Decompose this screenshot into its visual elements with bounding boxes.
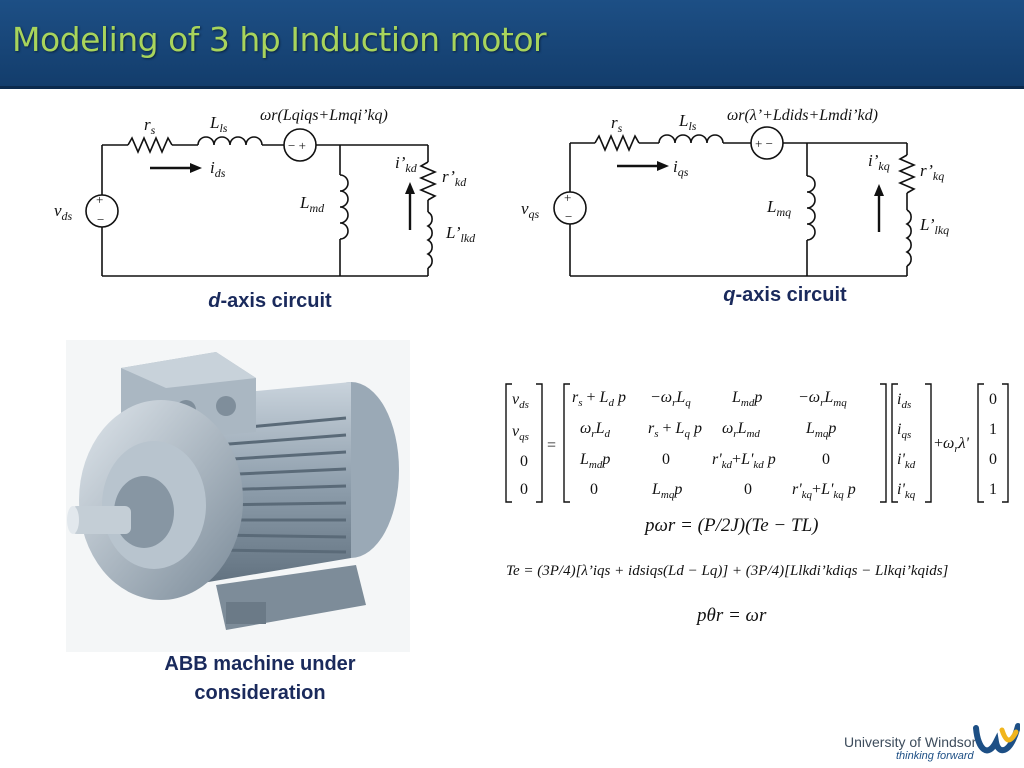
m-r1c2: −ωrLq bbox=[650, 389, 691, 409]
d-ikd-label: i’kd bbox=[395, 153, 418, 175]
q-voltage-source bbox=[553, 191, 587, 225]
q-lmq-inductor bbox=[806, 175, 816, 241]
d-rs-label: rs bbox=[144, 115, 156, 137]
m-r4c4: r'kq+L'kq p bbox=[792, 481, 856, 501]
m-v4: 1 bbox=[989, 481, 997, 498]
d-vds-label: vds bbox=[54, 201, 73, 223]
d-ids-label: ids bbox=[210, 158, 226, 180]
q-llkq-label: L’lkq bbox=[919, 215, 949, 237]
d-source-minus: − bbox=[97, 212, 104, 227]
university-name: University of Windsor bbox=[844, 734, 977, 750]
m-r3c2: 0 bbox=[662, 451, 670, 468]
d-rkd-label: r’kd bbox=[442, 167, 467, 189]
q-iqs-arrow bbox=[657, 161, 669, 171]
d-rkd-resistor bbox=[418, 161, 438, 201]
m-v1: 0 bbox=[989, 391, 997, 408]
d-ikd-arrow bbox=[405, 182, 415, 194]
q-iqs-label: iqs bbox=[673, 157, 689, 179]
m-ikd: i'kd bbox=[897, 451, 916, 471]
d-lls-inductor bbox=[197, 136, 263, 146]
equation-2: Te = (3P/4)[λ’iqs + idsiqs(Ld − Lq)] + (… bbox=[506, 563, 949, 579]
m-r4c3: 0 bbox=[744, 481, 752, 498]
m-zero1: 0 bbox=[520, 453, 528, 470]
d-ids-arrow bbox=[190, 163, 202, 173]
q-vqs-label: vqs bbox=[521, 199, 540, 221]
m-r1c3: Lmdp bbox=[731, 389, 762, 409]
m-r4c2: Lmqp bbox=[651, 481, 682, 501]
q-rkq-label: r’kq bbox=[920, 161, 944, 183]
m-r3c4: 0 bbox=[822, 451, 830, 468]
m-r1c4: −ωrLmq bbox=[798, 389, 847, 409]
q-src-sign: + − bbox=[755, 136, 773, 151]
m-v2: 1 bbox=[989, 421, 997, 438]
d-axis-circuit: + − − + rs Lls ωr(Lqiqs+Lmqi’kq) ids Lmd… bbox=[54, 107, 476, 277]
matrix-equation: vds vqs 0 0 = rs + Ld p −ωrLq Lmdp −ωrLm… bbox=[505, 383, 1009, 503]
q-ikq-label: i’kq bbox=[868, 151, 890, 173]
q-dependent-source bbox=[750, 126, 784, 160]
m-ikq: i'kq bbox=[897, 481, 916, 501]
m-r2c3: ωrLmd bbox=[722, 420, 760, 440]
q-source-plus: + bbox=[564, 190, 571, 205]
d-dependent-source bbox=[283, 128, 317, 162]
m-equals: = bbox=[547, 437, 556, 454]
equation-3: pθr = ωr bbox=[697, 605, 767, 626]
q-lls-inductor bbox=[658, 134, 724, 144]
d-llkd-label: L’lkd bbox=[445, 223, 476, 245]
d-src-sign: − + bbox=[288, 138, 306, 153]
m-ids: ids bbox=[897, 391, 911, 411]
d-axis-caption: d-axis circuit bbox=[208, 290, 332, 312]
q-rs-label: rs bbox=[611, 113, 623, 135]
q-rs-resistor bbox=[594, 133, 640, 153]
m-v3: 0 bbox=[989, 451, 997, 468]
q-rkq-resistor bbox=[897, 154, 917, 194]
motor-image bbox=[66, 340, 410, 652]
d-lmd-inductor bbox=[339, 174, 349, 240]
q-ikq-arrow bbox=[874, 184, 884, 196]
university-logo: University of Windsor thinking forward bbox=[840, 722, 1020, 766]
windsor-logo-icon bbox=[973, 723, 1020, 754]
q-llkq-inductor bbox=[905, 209, 912, 267]
university-tagline: thinking forward bbox=[896, 750, 974, 762]
m-r2c4: Lmqp bbox=[805, 420, 836, 440]
m-plus-wr: +ωrλ' bbox=[934, 435, 970, 455]
d-rs-resistor bbox=[127, 135, 173, 155]
d-voltage-source bbox=[85, 194, 119, 228]
m-vqs: vqs bbox=[512, 423, 529, 443]
motor-caption: ABB machine under consideration bbox=[164, 653, 356, 704]
m-r2c2: rs + Lq p bbox=[648, 420, 702, 440]
d-source-plus: + bbox=[96, 192, 103, 207]
d-lmd-label: Lmd bbox=[299, 193, 325, 215]
m-r3c1: Lmdp bbox=[579, 451, 610, 471]
motor-drawing bbox=[67, 352, 399, 630]
q-source-minus: − bbox=[565, 209, 572, 224]
m-vds: vds bbox=[512, 391, 529, 411]
m-iqs: iqs bbox=[897, 421, 911, 441]
m-r3c3: r'kd+L'kd p bbox=[712, 451, 776, 471]
m-r4c1: 0 bbox=[590, 481, 598, 498]
q-lls-label: Lls bbox=[678, 111, 697, 133]
q-lmq-label: Lmq bbox=[766, 197, 791, 219]
d-llkd-inductor bbox=[426, 211, 433, 269]
q-axis-circuit: + − + − rs Lls ωr(λ’+Ldids+Lmdi’kd) iqs … bbox=[521, 107, 949, 277]
title-bar: Modeling of 3 hp Induction motor bbox=[0, 0, 1024, 89]
equation-1: pωr = (P/2J)(Te − TL) bbox=[645, 515, 819, 536]
m-r1c1: rs + Ld p bbox=[572, 389, 626, 409]
d-lls-label: Lls bbox=[209, 113, 228, 135]
m-r2c1: ωrLd bbox=[580, 420, 610, 440]
m-zero2: 0 bbox=[520, 481, 528, 498]
q-axis-caption: q-axis circuit bbox=[723, 284, 847, 306]
d-src-expr: ωr(Lqiqs+Lmqi’kq) bbox=[260, 107, 388, 124]
slide-title: Modeling of 3 hp Induction motor bbox=[12, 20, 547, 59]
q-src-expr: ωr(λ’+Ldids+Lmdi’kd) bbox=[727, 107, 878, 124]
